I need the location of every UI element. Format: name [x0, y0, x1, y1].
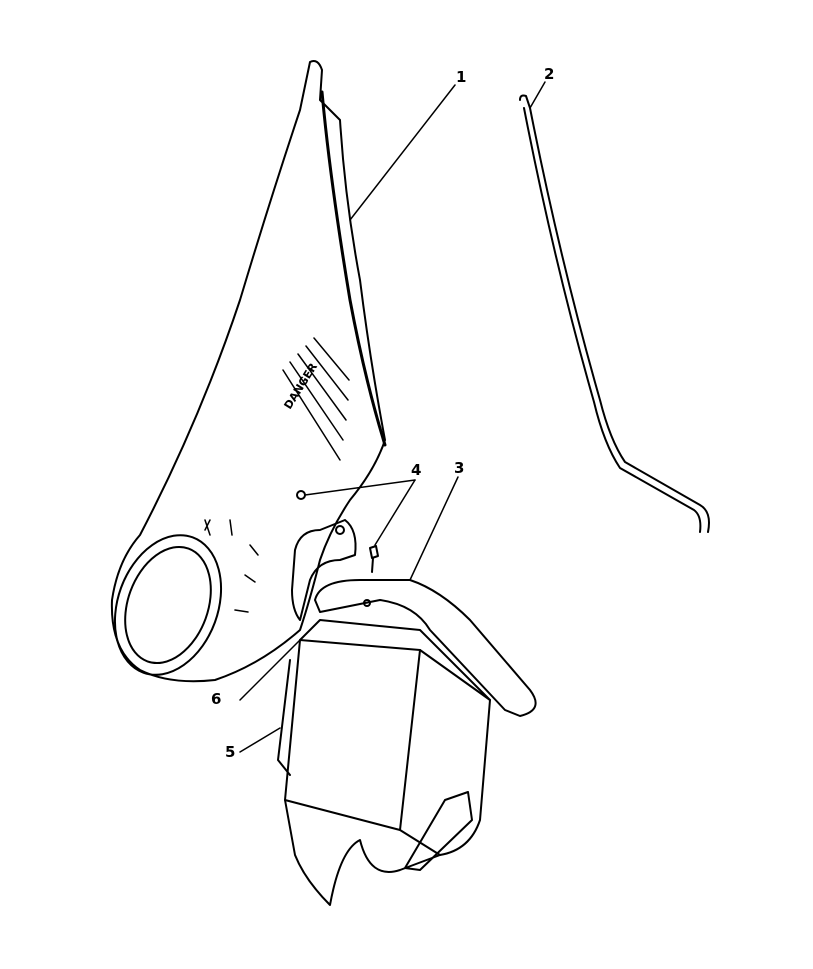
callout-5: 5: [225, 743, 236, 761]
frame-part-3: [314, 579, 537, 717]
callout-2: 2: [544, 65, 555, 83]
leader-lines: [239, 81, 546, 753]
bracket-part-6: [291, 519, 357, 621]
rod-part-2: [519, 94, 710, 533]
bag-part-1: DANGER: [110, 60, 387, 683]
bag-danger-label: DANGER: [282, 360, 321, 411]
callout-6: 6: [211, 690, 222, 708]
callout-1: 1: [456, 68, 467, 86]
callout-3: 3: [454, 459, 465, 477]
callout-4: 4: [411, 461, 422, 479]
chute-part-5: [277, 619, 491, 906]
